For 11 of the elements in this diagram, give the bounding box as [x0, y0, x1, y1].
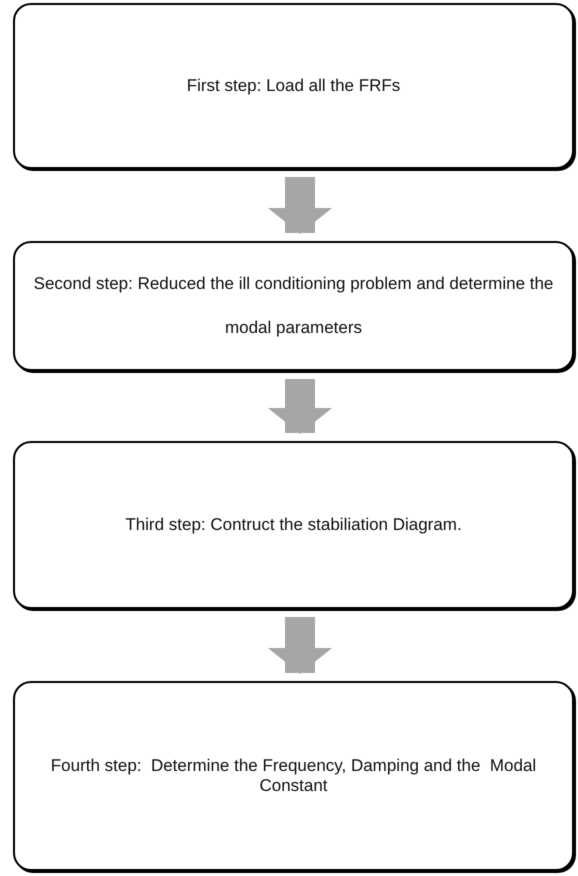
- process-box: [13, 681, 574, 871]
- block-arrow: [268, 177, 332, 234]
- block-arrow: [268, 617, 332, 674]
- step-text: First step: Load all the FRFs: [186, 74, 402, 97]
- process-box: [13, 3, 574, 169]
- block-arrow: [268, 379, 332, 434]
- step-text: Second step: Reduced the ill conditioning problem and determine the modal parameters: [32, 272, 554, 339]
- step-text: Third step: Contruct the stabiliation Diagram.: [124, 514, 463, 536]
- process-box: [13, 441, 574, 609]
- step-text: Fourth step: Determine the Frequency, Damping and the Modal Constant: [50, 756, 538, 796]
- process-box: [13, 241, 574, 371]
